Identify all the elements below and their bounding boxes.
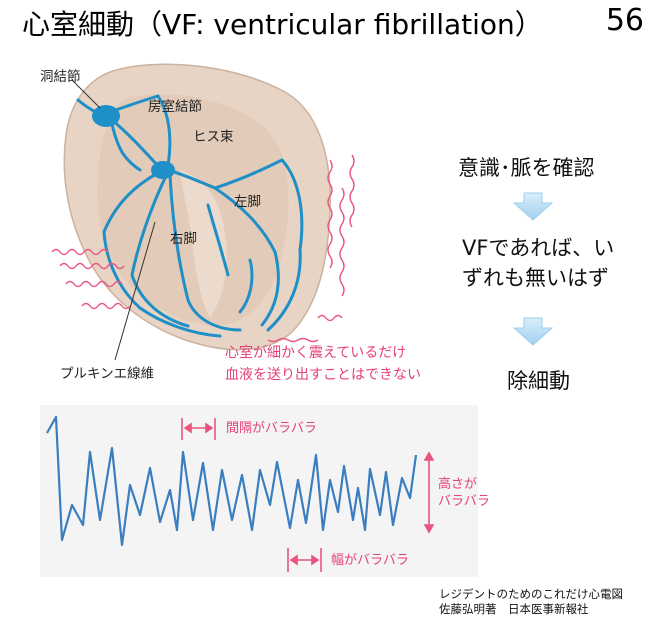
page-number: 56 (605, 3, 644, 38)
height-label-line1: 高さが (438, 477, 478, 492)
citation-title: レジデントのためのこれだけ心電図 (439, 587, 623, 601)
vf-note-line2: 血液を送り出すことはできない (225, 367, 421, 383)
av-node-label: 房室結節 (148, 99, 202, 115)
slide-title: 心室細動（VF: ventricular fibrillation） (22, 8, 543, 41)
his-bundle-label: ヒス束 (193, 129, 234, 145)
vf-note-line1: 心室が細かく震えているだけ (225, 345, 407, 361)
flow-step-condition-line2: ずれも無いはず (462, 266, 609, 290)
interval-label: 間隔がバラバラ (226, 421, 317, 436)
purkinje-label: プルキンエ線維 (60, 366, 155, 382)
flow-step-check: 意識･脈を確認 (458, 156, 595, 180)
sa-node-shape (92, 105, 120, 127)
flow-step-condition-line1: VFであれば、い (462, 236, 615, 260)
flow-arrow-2 (512, 317, 554, 346)
citation-author: 佐藤弘明著 日本医事新報社 (439, 602, 589, 616)
ecg-panel (40, 405, 478, 577)
right-bundle-label: 右脚 (170, 231, 197, 247)
height-label-line2: バラバラ (438, 494, 490, 509)
av-node-shape (151, 161, 175, 179)
sa-node-label: 洞結節 (40, 69, 81, 85)
vibration-marks (51, 154, 355, 343)
septum-shade (180, 170, 227, 318)
ecg-trace (46, 415, 418, 547)
flow-arrows (512, 192, 554, 346)
label-leaders (71, 79, 156, 361)
flow-step-defibrillation: 除細動 (507, 369, 570, 393)
left-bundle-label: 左脚 (234, 194, 261, 210)
width-label: 幅がバラバラ (331, 553, 409, 568)
citation: レジデントのためのこれだけ心電図 佐藤弘明著 日本医事新報社 (439, 587, 623, 617)
flow-arrow-1 (512, 192, 554, 221)
